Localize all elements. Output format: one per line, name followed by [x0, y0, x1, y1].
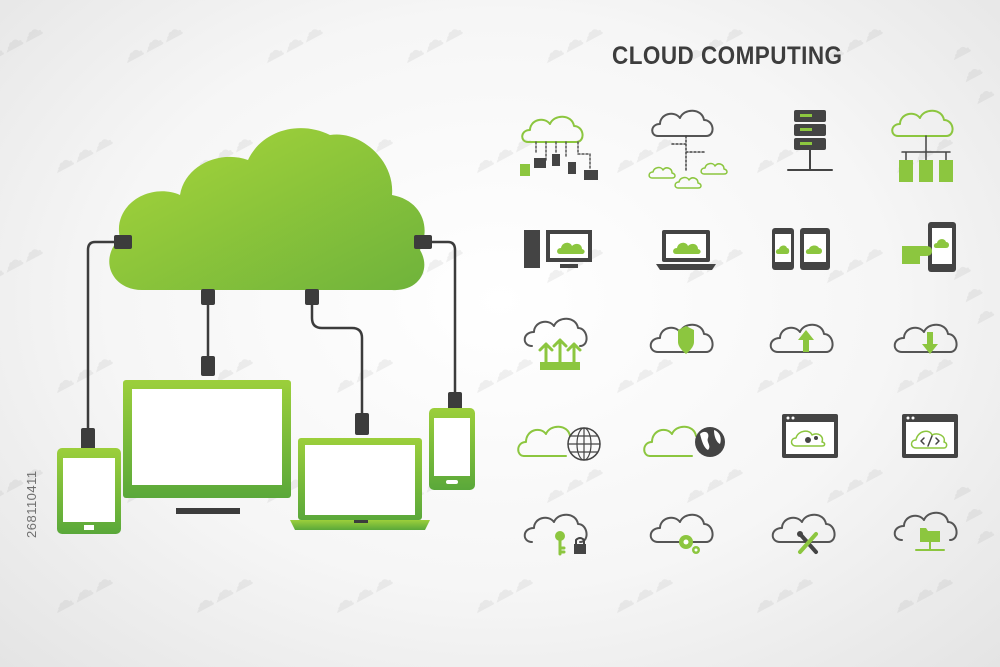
laptop-cloud-icon: [656, 230, 716, 270]
laptop-device: [290, 438, 430, 530]
cloud-upload-arrows-icon: [523, 317, 588, 370]
browser-cloud-code-icon: [902, 414, 958, 458]
desktop-computer-cloud-icon: [524, 230, 592, 268]
phone-device: [429, 408, 475, 490]
cloud-network-devices-icon: [520, 115, 598, 180]
phone-tablet-cloud-icon: [772, 228, 830, 270]
browser-cloud-settings-icon: [782, 414, 838, 458]
cloud-globe-wireframe-icon: [517, 425, 601, 461]
server-rack-icon: [787, 110, 833, 171]
hand-touch-phone-icon: [902, 222, 956, 272]
page-title: CLOUD COMPUTING: [612, 42, 843, 70]
cloud-gears-icon: [649, 513, 714, 554]
cloud-globe-earth-icon: [643, 425, 725, 457]
cloud-key-lock-icon: [523, 513, 588, 556]
cloud-download-icon: [893, 323, 958, 354]
cables: [86, 240, 457, 430]
cloud-upload-icon: [769, 323, 834, 353]
cloud-hierarchy-icon: [648, 109, 728, 189]
monitor-device: [123, 380, 291, 514]
cloud-tools-icon: [771, 513, 836, 554]
cloud-shield-icon: [649, 323, 714, 354]
tablet-device: [57, 448, 121, 534]
main-cloud: [109, 128, 425, 291]
cloud-servers-icon: [891, 109, 954, 182]
cable-connectors: [81, 235, 462, 450]
cloud-folder-network-icon: [893, 511, 958, 551]
